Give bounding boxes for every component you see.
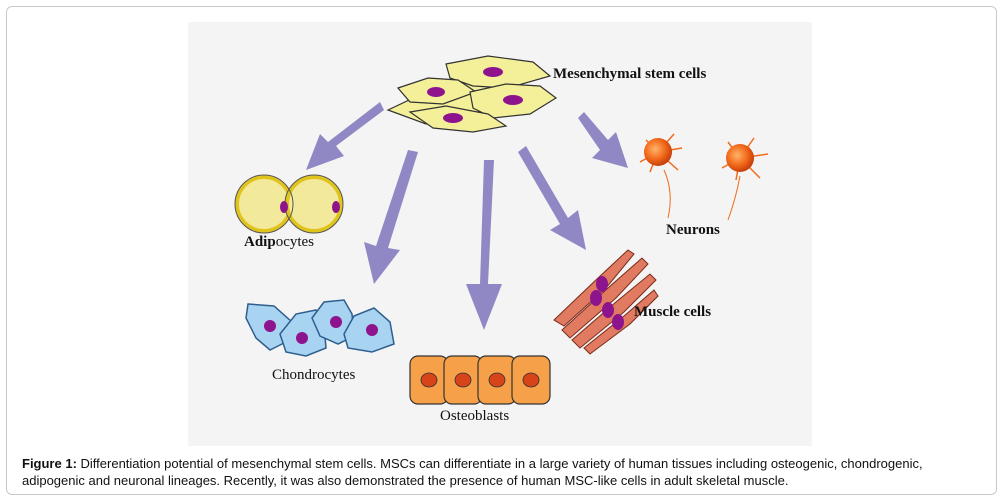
label-neurons: Neurons — [666, 222, 720, 238]
neurons-cells — [639, 133, 769, 221]
osteoblasts-cells — [409, 355, 551, 405]
differentiation-arrows — [306, 102, 628, 330]
label-osteoblasts: Osteoblasts — [440, 408, 510, 424]
arrow-osteoblasts — [466, 160, 502, 330]
label-muscle: Muscle cells — [634, 304, 712, 320]
arrow-adipocytes — [306, 102, 384, 170]
adipocytes-cells — [234, 174, 344, 234]
muscle-cells — [553, 249, 659, 355]
figure-caption: Figure 1: Differentiation potential of m… — [22, 455, 987, 489]
caption-text: Differentiation potential of mesenchymal… — [22, 456, 923, 488]
arrow-neurons — [578, 112, 628, 168]
chondrocytes-cells — [245, 299, 395, 357]
caption-prefix: Figure 1: — [22, 456, 77, 471]
diagram-svg — [234, 55, 769, 405]
arrow-chondrocytes — [364, 150, 418, 284]
label-msc: Mesenchymal stem cells — [553, 66, 707, 82]
label-chondrocytes: Chondrocytes — [272, 367, 356, 383]
arrow-muscle — [518, 146, 586, 250]
figure-illustration: Mesenchymal stem cells Adipocytes Chondr… — [188, 22, 812, 446]
msc-cluster — [386, 55, 558, 133]
label-adipocytes: Adipocytes — [244, 234, 315, 250]
